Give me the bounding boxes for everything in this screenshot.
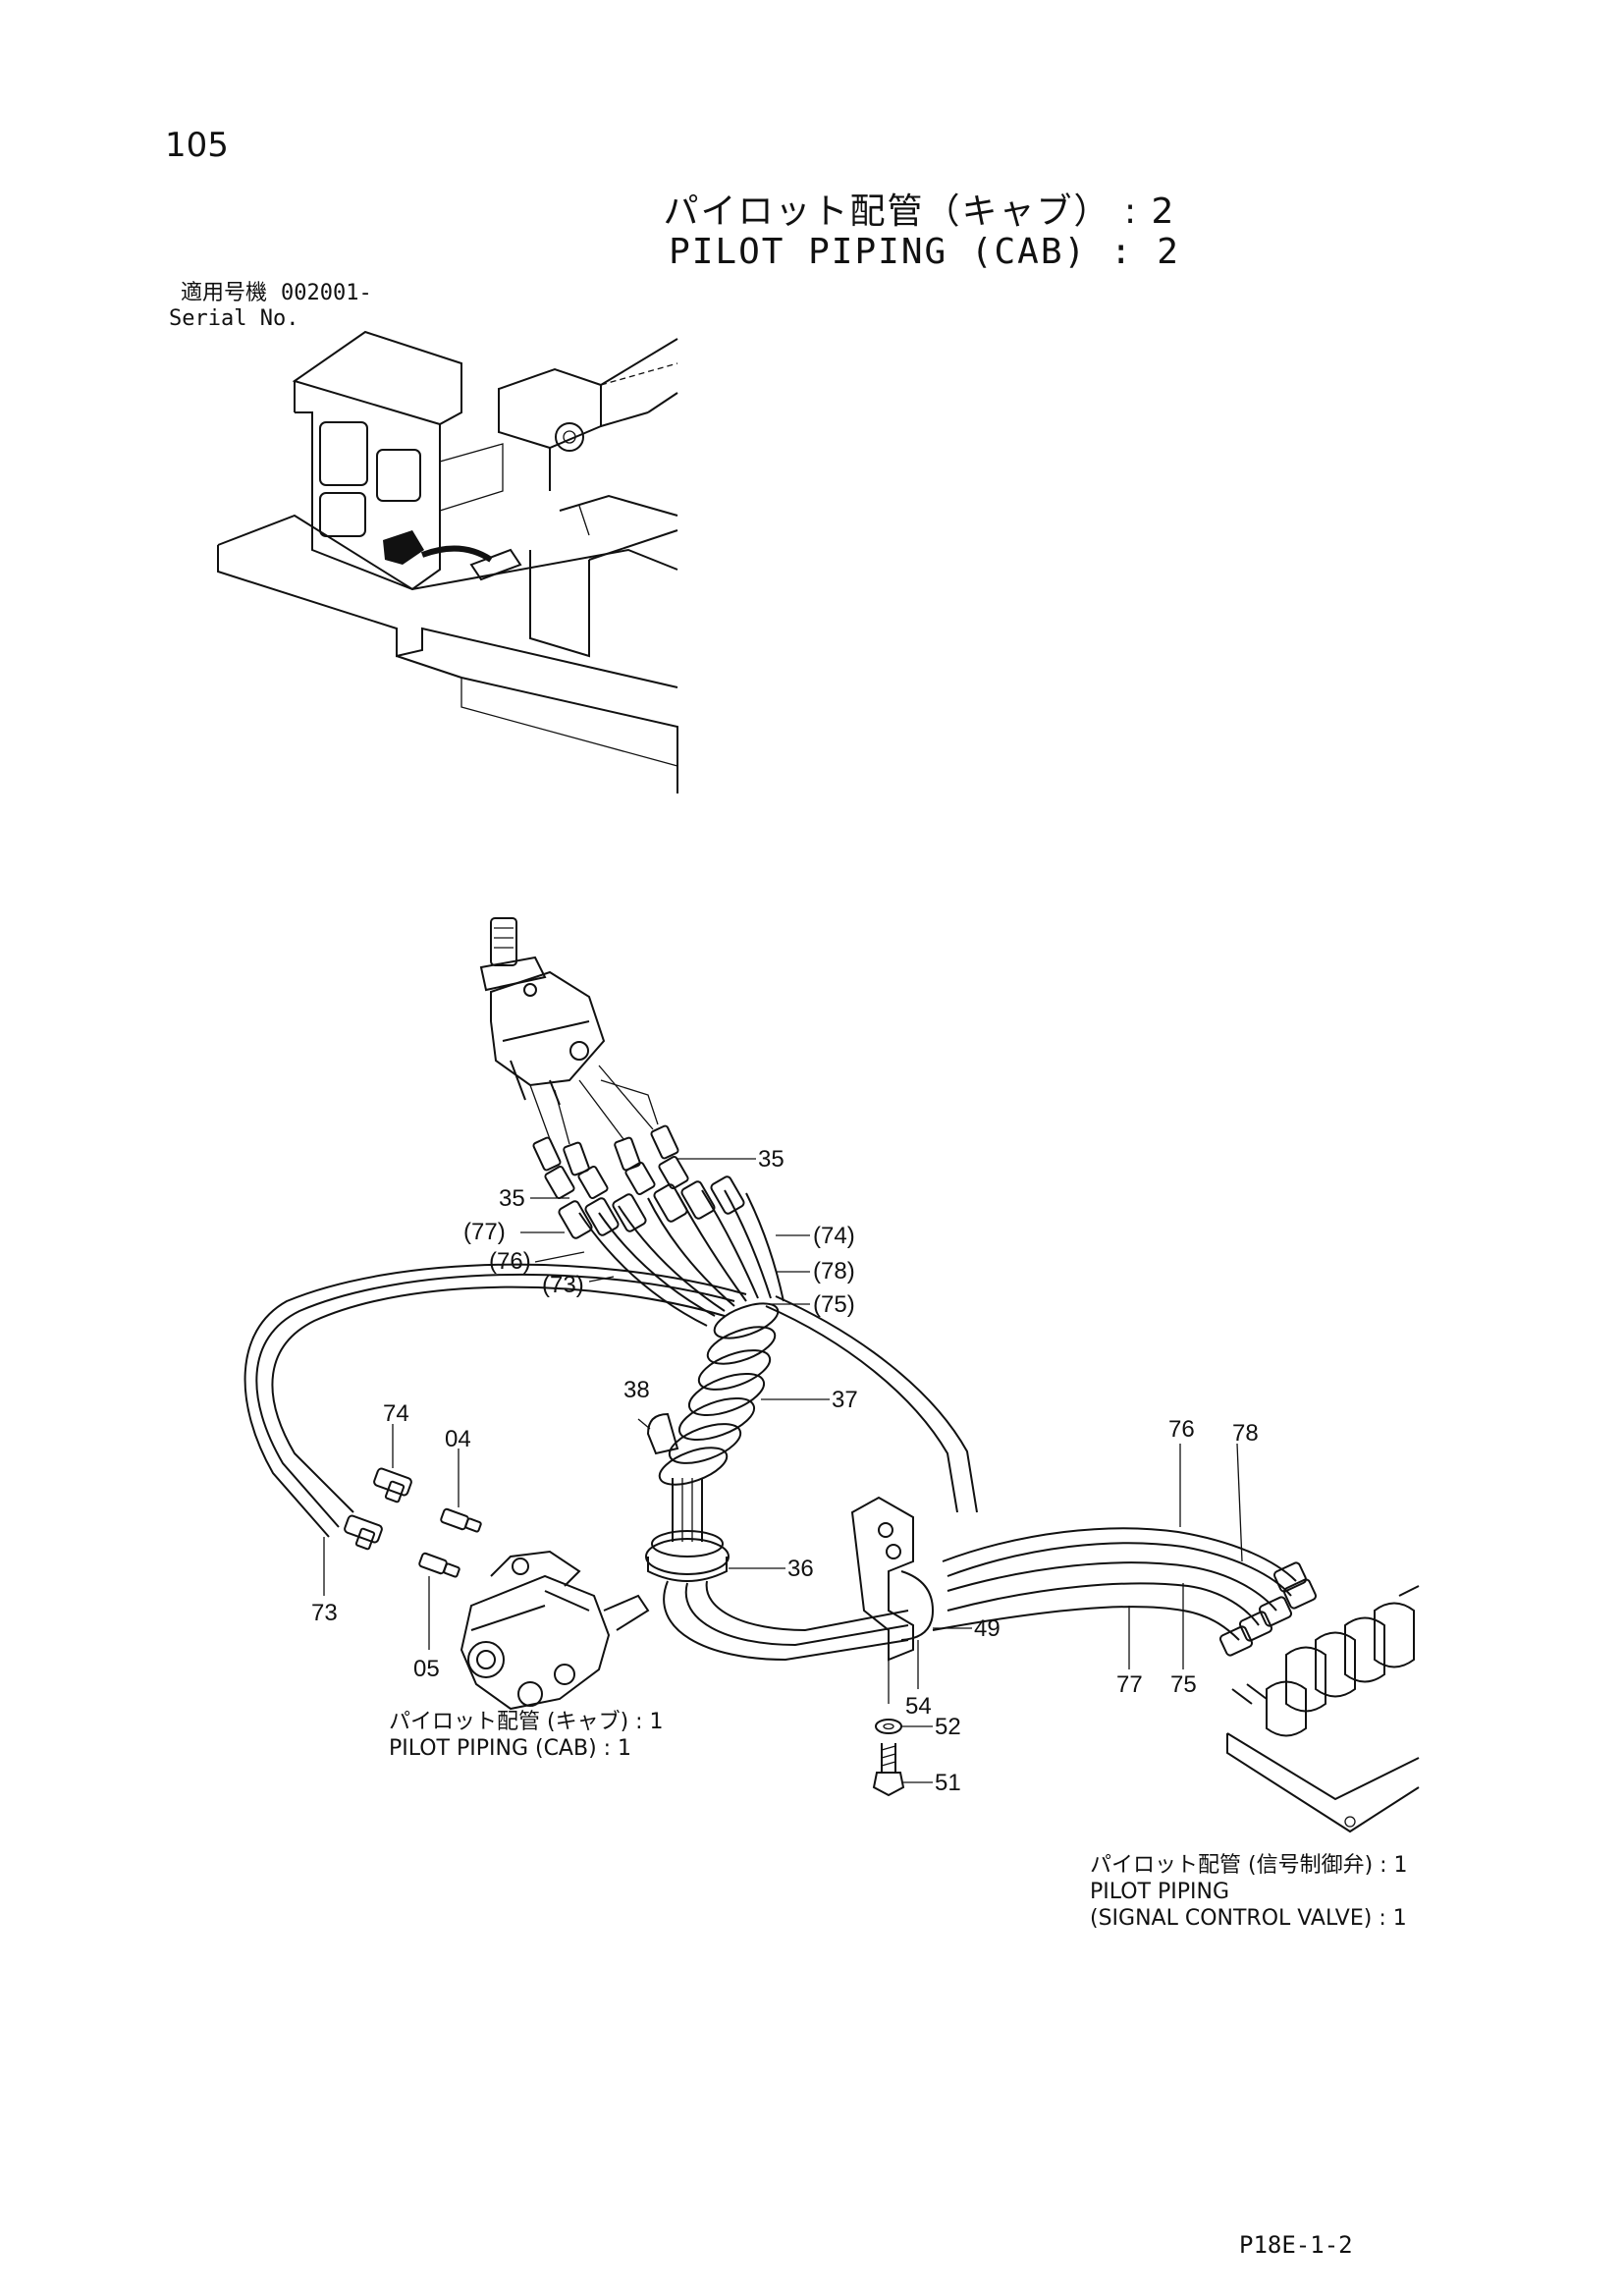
long-hoses-right-run <box>850 1496 1297 1704</box>
callout-77-paren: (77) <box>463 1219 506 1245</box>
callout-75-paren: (75) <box>813 1291 855 1318</box>
serial-label-en: Serial No. <box>169 306 299 331</box>
callout-05: 05 <box>413 1656 440 1682</box>
right-end-fittings <box>1218 1561 1420 1833</box>
callout-73: 73 <box>311 1600 338 1626</box>
callout-76: 76 <box>1168 1416 1195 1443</box>
callout-54: 54 <box>905 1693 932 1720</box>
page-number: 105 <box>165 126 229 165</box>
callout-77: 77 <box>1116 1671 1143 1698</box>
reference-signal-control-valve: パイロット配管 (信号制御弁) : 1 PILOT PIPING (SIGNAL… <box>1090 1852 1408 1932</box>
callout-78: 78 <box>1232 1420 1259 1447</box>
upper-fittings <box>529 1065 689 1200</box>
page-title-jp: パイロット配管（キャブ） : 2 <box>663 191 1176 232</box>
callout-73-paren: (73) <box>542 1272 584 1298</box>
callout-49: 49 <box>974 1615 1001 1642</box>
callout-51: 51 <box>935 1770 961 1796</box>
callout-37: 37 <box>832 1387 858 1413</box>
reference-cab: パイロット配管 (キャブ) : 1 PILOT PIPING (CAB) : 1 <box>389 1709 664 1762</box>
spiral-wrap <box>658 1302 780 1486</box>
long-hoses-left-loop <box>243 1263 978 1662</box>
callout-74-paren: (74) <box>813 1223 855 1249</box>
callout-75: 75 <box>1170 1671 1197 1698</box>
pilot-valve-upper <box>479 917 606 1106</box>
reference-signal-en-1: PILOT PIPING <box>1090 1880 1229 1904</box>
callout-78-paren: (78) <box>813 1258 855 1285</box>
leader-lines <box>323 1158 1243 1783</box>
callout-76-paren: (76) <box>489 1248 531 1275</box>
callout-04: 04 <box>445 1426 471 1452</box>
reference-signal-jp: パイロット配管 (信号制御弁) : 1 <box>1090 1853 1408 1878</box>
callout-74: 74 <box>383 1400 409 1427</box>
callout-35b: 35 <box>499 1185 525 1212</box>
machine-overview-illustration <box>217 330 678 793</box>
callout-35a: 35 <box>758 1146 784 1173</box>
hose-bundle <box>558 1175 784 1582</box>
serial-label-jp: 適用号機 <box>181 281 268 305</box>
pilot-valve-lower <box>344 1467 650 1711</box>
reference-cab-en: PILOT PIPING (CAB) : 1 <box>389 1736 632 1761</box>
serial-value: 002001- <box>281 281 372 305</box>
callout-52: 52 <box>935 1714 961 1740</box>
callout-36: 36 <box>787 1556 814 1582</box>
drawing-code: P18E-1-2 <box>1239 2231 1353 2259</box>
page-title-en: PILOT PIPING (CAB) : 2 <box>669 232 1180 272</box>
serial-block: 適用号機 002001- Serial No. <box>169 281 372 332</box>
reference-signal-en-2: (SIGNAL CONTROL VALVE) : 1 <box>1090 1906 1407 1931</box>
fasteners <box>872 1719 905 1797</box>
callout-labels: 35 35 (77) (76) (73) (74) (78) (75) 38 3… <box>311 1146 1259 1796</box>
callout-38: 38 <box>623 1377 650 1403</box>
reference-cab-jp: パイロット配管 (キャブ) : 1 <box>389 1710 664 1734</box>
